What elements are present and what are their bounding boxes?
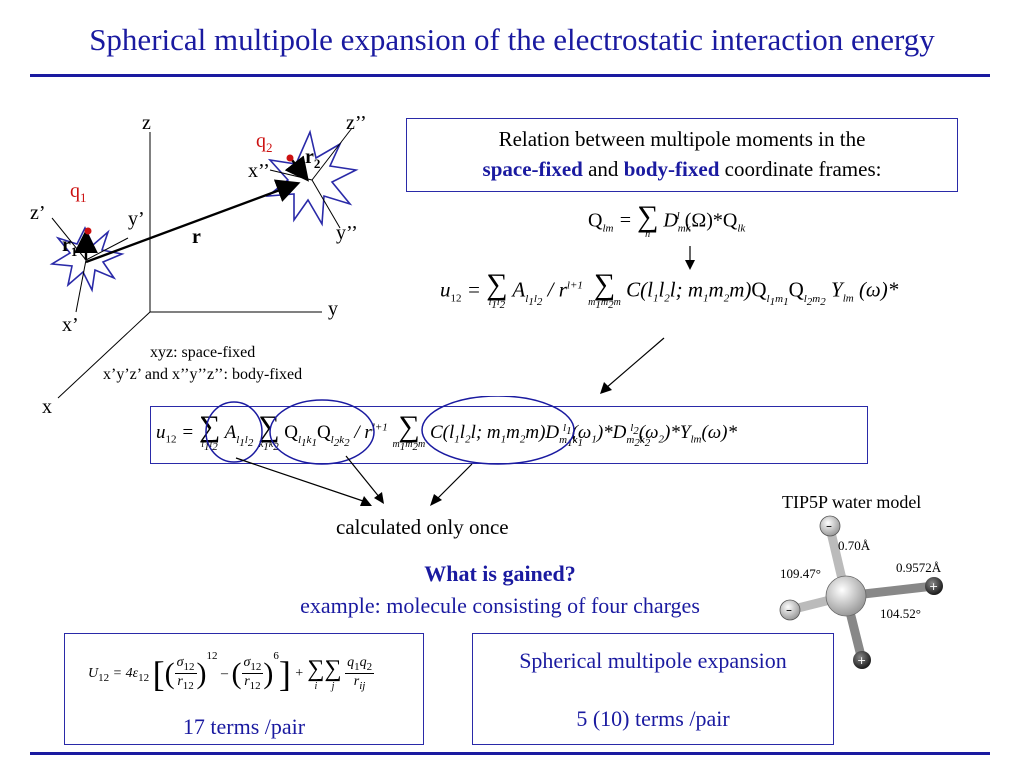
spherical-expansion-box	[472, 633, 834, 745]
bottom-rule	[30, 752, 990, 755]
tip5p-label: TIP5P water model	[782, 492, 922, 512]
relation-box: Relation between multipole moments in th…	[406, 118, 958, 192]
u12-equation-top: u12 = ∑l1l2 Al1l2 / rl+1 ∑m1m2m C(l1l2l;…	[440, 268, 899, 311]
vector-r2-label: r2	[305, 146, 321, 171]
svg-text:–: –	[786, 603, 792, 617]
charge-q2-dot	[286, 154, 294, 162]
caption-body-fixed: x’y’z’ and x’’y’’z’’: body-fixed	[103, 366, 303, 383]
relation-line-1: Relation between multipole moments in th…	[498, 127, 866, 151]
water-angle-1: 109.47°	[780, 566, 821, 581]
example-text: example: molecule consisting of four cha…	[300, 593, 700, 618]
axis-y1-label: y’	[128, 208, 145, 230]
coordinate-diagram	[49, 127, 359, 399]
tip5p-water-model: – – + +	[779, 515, 943, 669]
axis-y-label: y	[328, 298, 338, 320]
arrow-down	[685, 246, 695, 270]
calculated-once-label: calculated only once	[336, 515, 509, 539]
charge-q1-label: q1	[70, 180, 87, 205]
water-length-2: 0.9572Å	[896, 560, 942, 575]
axis-x1-label: x’	[62, 314, 79, 336]
charge-q2-label: q2	[256, 130, 273, 155]
vector-r1-label: r1	[62, 234, 78, 259]
axis-y2-label: y’’	[336, 222, 358, 244]
slide-title: Spherical multipole expansion of the ele…	[89, 22, 935, 57]
ellipse-c	[421, 396, 575, 465]
svg-text:+: +	[857, 654, 866, 667]
lj-terms-label: 17 terms /pair	[182, 714, 306, 739]
relation-line-2: space-fixed and body-fixed coordinate fr…	[482, 157, 882, 181]
svg-text:–: –	[826, 519, 832, 533]
axis-z-label: z	[142, 112, 151, 134]
qlm-equation: Qlm = ∑n Dmkl (Ω)*Qlk	[588, 200, 746, 240]
vector-r-label: r	[192, 226, 201, 248]
axis-z2-label: z’’	[346, 112, 367, 134]
svg-text:+: +	[929, 580, 938, 593]
ellipse-a	[205, 401, 263, 463]
spherical-terms-label: 5 (10) terms /pair	[576, 706, 730, 731]
body-fixed-term: body-fixed	[623, 157, 720, 181]
spherical-expansion-label: Spherical multipole expansion	[519, 648, 787, 673]
charge-q1-dot	[84, 227, 92, 235]
caption-space-fixed: xyz: space-fixed	[150, 344, 256, 361]
lennard-jones-box	[64, 633, 424, 745]
arrow-diagonal	[600, 337, 665, 394]
axis-z1-label: z’	[30, 202, 46, 224]
space-fixed-term: space-fixed	[482, 157, 583, 181]
water-length-1: 0.70Å	[838, 538, 871, 553]
axis-x2-label: x’’	[248, 160, 270, 182]
axis-x-label: x	[42, 396, 52, 418]
what-gained-heading: What is gained?	[424, 561, 576, 586]
highlight-overlay	[205, 396, 575, 506]
title-rule	[30, 74, 990, 77]
water-angle-2: 104.52°	[880, 606, 921, 621]
ellipse-q	[269, 399, 375, 465]
